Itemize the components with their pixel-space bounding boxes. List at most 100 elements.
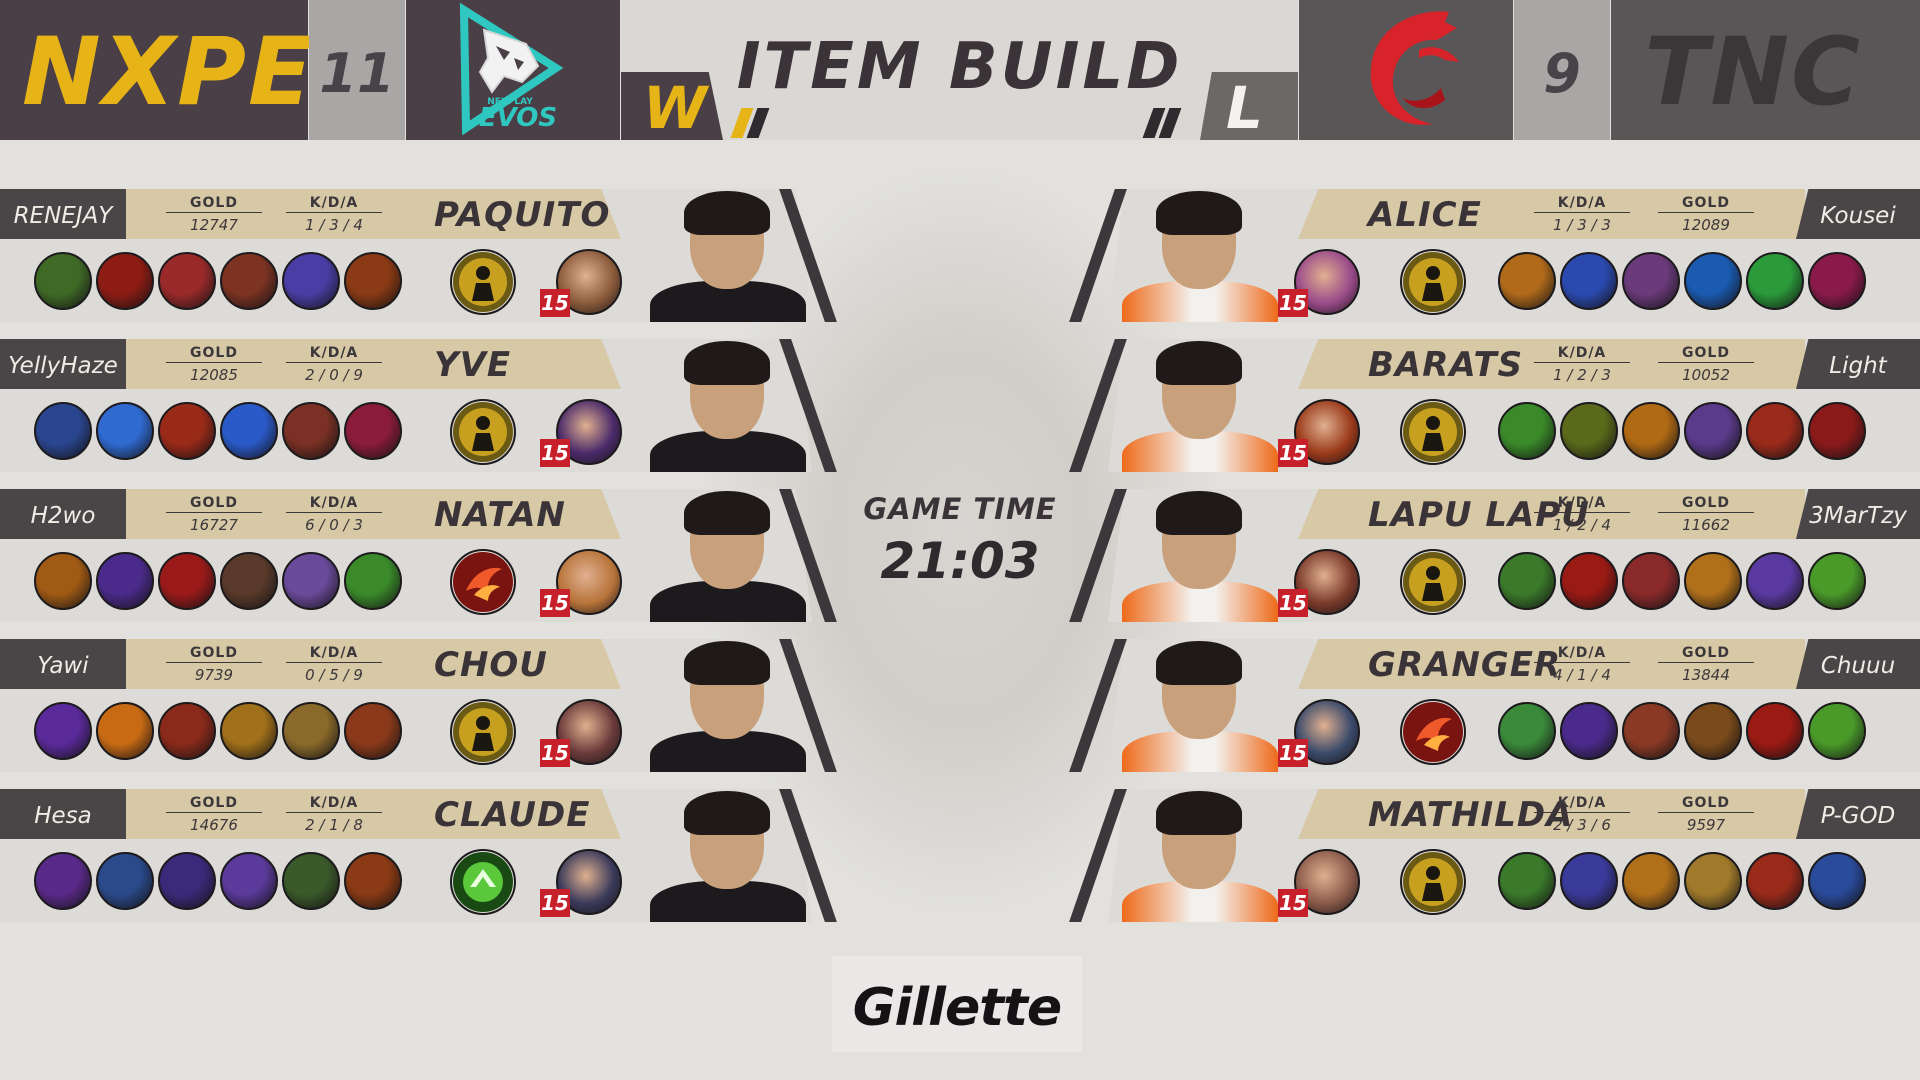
player-name: H2wo: [30, 503, 96, 529]
kda-value: 2 / 0 / 9: [305, 366, 363, 384]
kda-label: K/D/A: [1534, 345, 1630, 363]
right-team-name: TNC: [1644, 18, 1862, 127]
flicker-icon-graphic: [453, 552, 513, 612]
gold-value: 14676: [190, 816, 238, 834]
hero-name: CLAUDE: [434, 795, 591, 835]
kda-value: 1 / 3 / 4: [305, 216, 363, 234]
evos-logo: NEXPLAY EVOS: [406, 0, 620, 140]
gold-label: GOLD: [166, 645, 262, 663]
item-icon: [220, 252, 278, 310]
item-icon: [344, 702, 402, 760]
retribution-icon-graphic: [1403, 402, 1463, 462]
right-team-score: 9: [1543, 42, 1581, 105]
hero-name: NATAN: [434, 495, 566, 535]
row-title-bar: [1298, 789, 1805, 839]
retribution-icon-graphic: [453, 252, 513, 312]
item-icon: [1622, 702, 1680, 760]
retribution-icon: [450, 699, 516, 765]
item-icon: [220, 852, 278, 910]
hero-level-badge: 15: [540, 889, 570, 917]
kda-label: K/D/A: [286, 195, 382, 213]
flicker-icon-graphic: [1403, 702, 1463, 762]
item-icon: [96, 852, 154, 910]
player-photo: [632, 639, 822, 772]
kda-value: 0 / 5 / 9: [305, 666, 363, 684]
item-icon: [1622, 852, 1680, 910]
gold-label: GOLD: [1658, 495, 1754, 513]
hero-name: MATHILDA: [1368, 795, 1574, 835]
item-icon: [344, 252, 402, 310]
item-icon: [282, 702, 340, 760]
left-team-score: 11: [319, 42, 395, 105]
player-hair: [684, 191, 770, 235]
item-icon: [1808, 552, 1866, 610]
gold-value: 12747: [190, 216, 238, 234]
hero-name: BARATS: [1368, 345, 1524, 385]
item-icon: [282, 402, 340, 460]
item-icon: [1498, 252, 1556, 310]
player-photo: [632, 339, 822, 472]
right-result-badge: L: [1200, 72, 1298, 140]
hero-name: YVE: [434, 345, 512, 385]
retribution-icon: [1400, 399, 1466, 465]
row-title-bar: [1298, 189, 1805, 239]
item-icon: [1498, 852, 1556, 910]
hero-portrait-icon: [556, 699, 622, 765]
gold-value: 10052: [1682, 366, 1730, 384]
player-hair: [1156, 341, 1242, 385]
player-name: YellyHaze: [8, 353, 118, 379]
kda-stat: K/D/A 1 / 3 / 4: [286, 195, 382, 234]
hero-name: PAQUITO: [434, 195, 611, 235]
item-icon: [1808, 852, 1866, 910]
retribution-icon-graphic: [1403, 852, 1463, 912]
gold-value: 12089: [1682, 216, 1730, 234]
hero-name: LAPU LAPU: [1368, 495, 1590, 535]
hero-level-badge: 15: [1278, 439, 1308, 467]
hero-level-badge: 15: [540, 289, 570, 317]
item-icon: [1560, 552, 1618, 610]
gold-label: GOLD: [1658, 345, 1754, 363]
item-icon: [158, 702, 216, 760]
item-icon: [1622, 402, 1680, 460]
right-result: L: [1226, 74, 1263, 142]
item-icon: [158, 552, 216, 610]
title-box: ITEM BUILD: [621, 0, 1298, 140]
gold-stat: GOLD 12747: [166, 195, 262, 234]
player-photo: [1104, 489, 1294, 622]
retribution-icon: [450, 249, 516, 315]
row-title-bar: [126, 789, 621, 839]
hero-name: ALICE: [1368, 195, 1482, 235]
player-photo: [632, 489, 822, 622]
player-name: Yawi: [37, 653, 89, 679]
player-name-tag: Hesa: [0, 789, 126, 839]
hero-level-badge: 15: [1278, 289, 1308, 317]
flicker-icon: [450, 549, 516, 615]
player-name-tag: 3MarTzy: [1796, 489, 1920, 539]
player-name-tag: Light: [1796, 339, 1920, 389]
gold-label: GOLD: [166, 195, 262, 213]
retribution-icon: [1400, 549, 1466, 615]
kda-label: K/D/A: [1534, 195, 1630, 213]
kda-label: K/D/A: [286, 795, 382, 813]
item-icon: [1808, 702, 1866, 760]
sprint-icon-graphic: [453, 852, 513, 912]
player-name: Chuuu: [1820, 653, 1896, 679]
item-icon: [96, 702, 154, 760]
kda-value: 1 / 3 / 3: [1553, 216, 1611, 234]
kda-value: 1 / 2 / 4: [1553, 516, 1611, 534]
item-icon: [1622, 252, 1680, 310]
item-icon: [220, 552, 278, 610]
item-icon: [282, 252, 340, 310]
player-name: 3MarTzy: [1809, 503, 1907, 529]
kda-value: 6 / 0 / 3: [305, 516, 363, 534]
page-title: ITEM BUILD: [736, 30, 1183, 104]
player-hair: [684, 641, 770, 685]
item-icon: [96, 552, 154, 610]
